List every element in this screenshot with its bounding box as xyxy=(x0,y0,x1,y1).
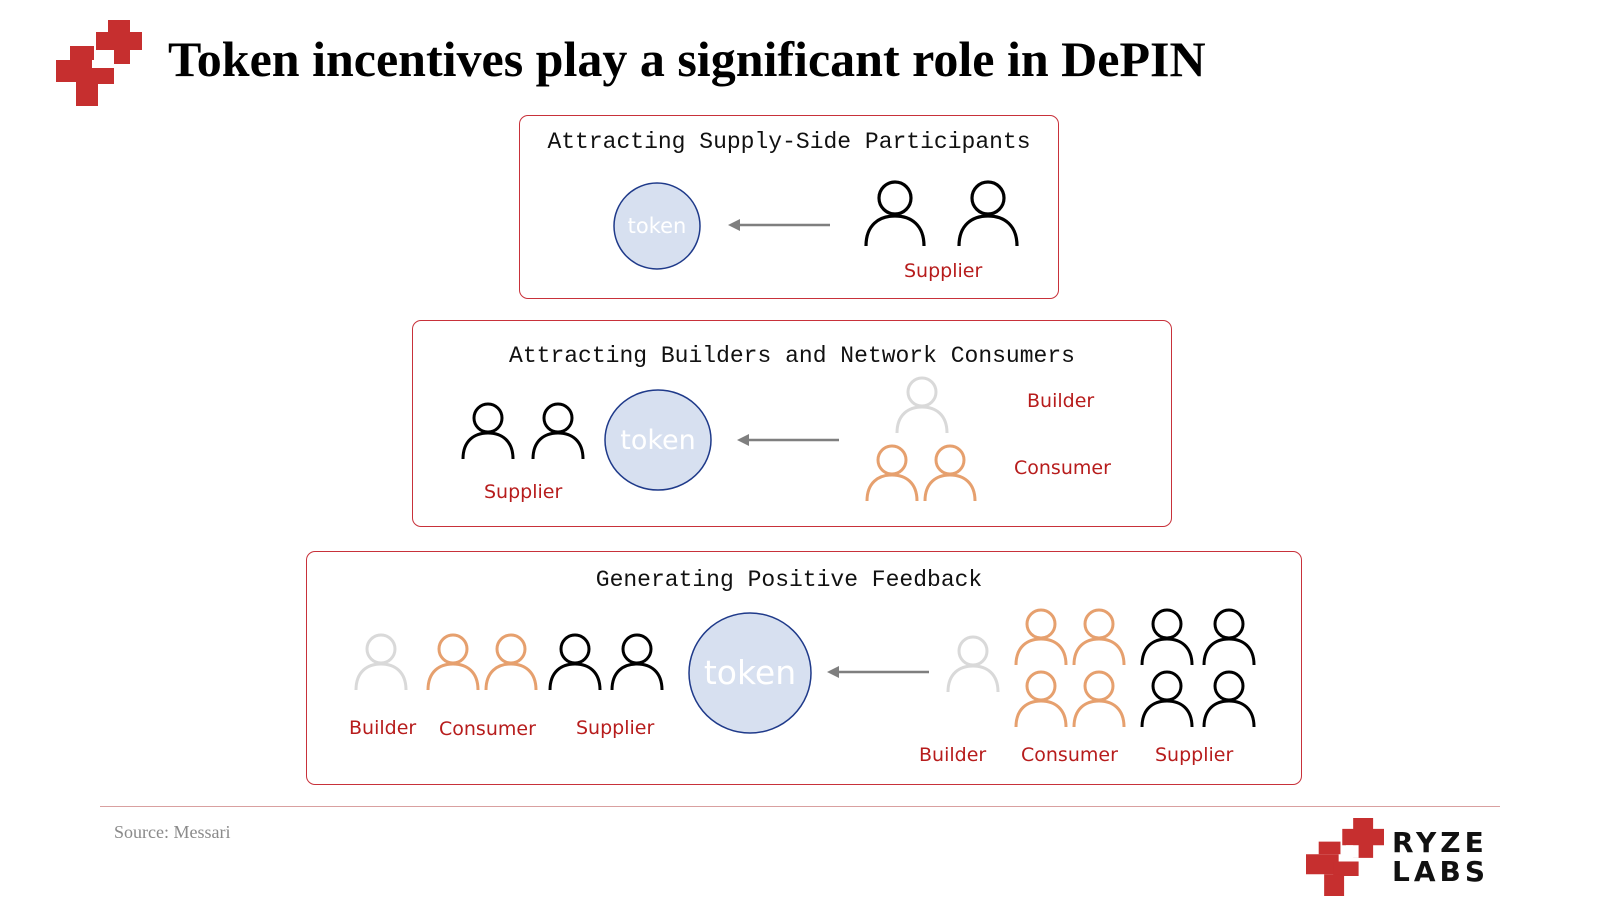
brand-line-2: LABS xyxy=(1392,855,1490,888)
supplier-person-icon xyxy=(1140,670,1194,728)
consumer-person-icon xyxy=(1014,670,1068,728)
source-note: Source: Messari xyxy=(114,822,231,842)
consumer-person-icon xyxy=(1072,608,1126,666)
box-title: Attracting Builders and Network Consumer… xyxy=(509,343,1075,369)
builder-person-icon xyxy=(895,376,949,434)
label-consumer: Consumer xyxy=(439,718,536,740)
arrow-left-icon xyxy=(827,666,929,678)
token-label: token xyxy=(628,214,687,238)
label-supplier: Supplier xyxy=(576,717,655,739)
supplier-person-icon xyxy=(610,633,664,691)
token-label: token xyxy=(704,653,796,692)
label-supplier: Supplier xyxy=(1155,744,1234,766)
supplier-person-icon xyxy=(461,402,515,460)
brand-wordmark: RYZE LABS xyxy=(1392,828,1522,886)
label-builder: Builder xyxy=(919,744,987,766)
supplier-person-icon xyxy=(548,633,602,691)
footer-divider xyxy=(100,806,1500,807)
supplier-person-icon xyxy=(1140,608,1194,666)
label-consumer: Consumer xyxy=(1021,744,1118,766)
supplier-person-icon xyxy=(531,402,585,460)
label-builder: Builder xyxy=(349,717,417,739)
token-coin-icon: token xyxy=(613,182,701,270)
ryze-logo-icon xyxy=(56,20,142,106)
supplier-person-icon xyxy=(864,180,926,247)
builder-person-icon xyxy=(354,633,408,691)
consumer-person-icon xyxy=(484,633,538,691)
consumer-person-icon xyxy=(426,633,480,691)
supplier-person-icon xyxy=(1202,608,1256,666)
box-positive-feedback: Generating Positive Feedback Builder Con… xyxy=(306,551,1302,785)
token-coin-icon: token xyxy=(688,612,812,734)
label-builder: Builder xyxy=(1027,390,1095,412)
box-supply-side: Attracting Supply-Side Participants toke… xyxy=(519,115,1059,299)
arrow-left-icon xyxy=(737,434,839,446)
label-supplier: Supplier xyxy=(904,260,983,282)
token-label: token xyxy=(620,425,696,456)
arrow-left-icon xyxy=(728,219,830,231)
brand-line-1: RYZE xyxy=(1392,826,1488,859)
consumer-person-icon xyxy=(1072,670,1126,728)
consumer-person-icon xyxy=(865,444,919,502)
consumer-person-icon xyxy=(1014,608,1068,666)
box-builders-consumers: Attracting Builders and Network Consumer… xyxy=(412,320,1172,527)
builder-person-icon xyxy=(946,635,1000,693)
label-supplier: Supplier xyxy=(484,481,563,503)
page-title: Token incentives play a significant role… xyxy=(168,31,1206,87)
box-title: Attracting Supply-Side Participants xyxy=(547,129,1031,155)
supplier-person-icon xyxy=(1202,670,1256,728)
box-title: Generating Positive Feedback xyxy=(595,567,983,593)
consumer-person-icon xyxy=(923,444,977,502)
supplier-person-icon xyxy=(957,180,1019,247)
label-consumer: Consumer xyxy=(1014,457,1111,479)
ryze-logo-icon xyxy=(1306,818,1384,896)
token-coin-icon: token xyxy=(604,389,712,491)
